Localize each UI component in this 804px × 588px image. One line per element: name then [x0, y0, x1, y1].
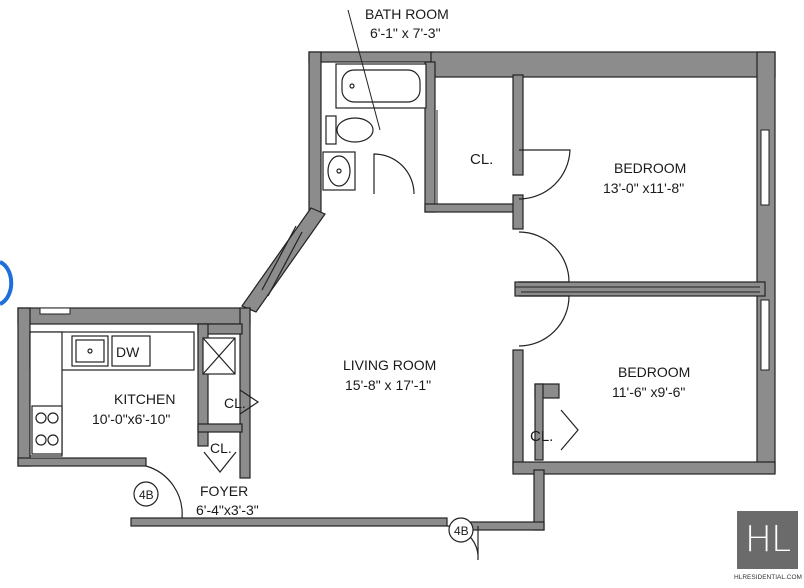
- bathtub: [335, 63, 427, 109]
- bathroom-name: BATH ROOM: [365, 6, 449, 22]
- refrigerator: [202, 337, 236, 375]
- bedroom2-name: BEDROOM: [618, 364, 690, 380]
- bedroom1-dims: 13'-0" x11'-8": [603, 180, 684, 196]
- kitchen-sink: [71, 335, 109, 367]
- closet-label-foyer-1: CL.: [224, 395, 246, 411]
- unit-tag-1: 4B: [139, 488, 154, 502]
- kitchen-dims: 10'-0"x6'-10": [92, 411, 170, 427]
- foyer-dims: 6'-4"x3'-3": [196, 502, 259, 518]
- toilet: [325, 115, 374, 145]
- closet-label-foyer-2: CL.: [210, 440, 232, 456]
- bath-sink: [322, 151, 356, 191]
- unit-tag-circle-1: [133, 481, 159, 507]
- edge-accent: [0, 260, 14, 306]
- living-room-name: LIVING ROOM: [343, 357, 436, 373]
- bathroom-leader: [347, 9, 381, 131]
- unit-tag-2: 4B: [454, 524, 469, 538]
- brand-logo: HL: [737, 511, 798, 569]
- kitchen-name: KITCHEN: [114, 391, 175, 407]
- dishwasher-label: DW: [116, 344, 140, 360]
- stove: [31, 405, 63, 455]
- unit-tag-circle-2: [448, 517, 474, 543]
- bedroom2-dims: 11'-6" x9'-6": [612, 384, 685, 400]
- bedroom1-name: BEDROOM: [614, 160, 686, 176]
- walls: [17, 51, 776, 531]
- windows: [39, 129, 770, 371]
- logo-letters: HL: [744, 519, 791, 560]
- closet-shelf: [436, 110, 760, 293]
- bathroom-dims: 6'-1" x 7'-3": [370, 25, 441, 41]
- living-room-dims: 15'-8" x 17'-1": [345, 377, 431, 393]
- closet-label-bedroom2: CL.: [530, 428, 553, 445]
- foyer-name: FOYER: [200, 483, 248, 499]
- dishwasher: [111, 335, 151, 367]
- doors: [145, 149, 579, 561]
- closet-label-main: CL.: [470, 151, 493, 168]
- logo-url: HLRESIDENTIAL.COM: [734, 574, 802, 581]
